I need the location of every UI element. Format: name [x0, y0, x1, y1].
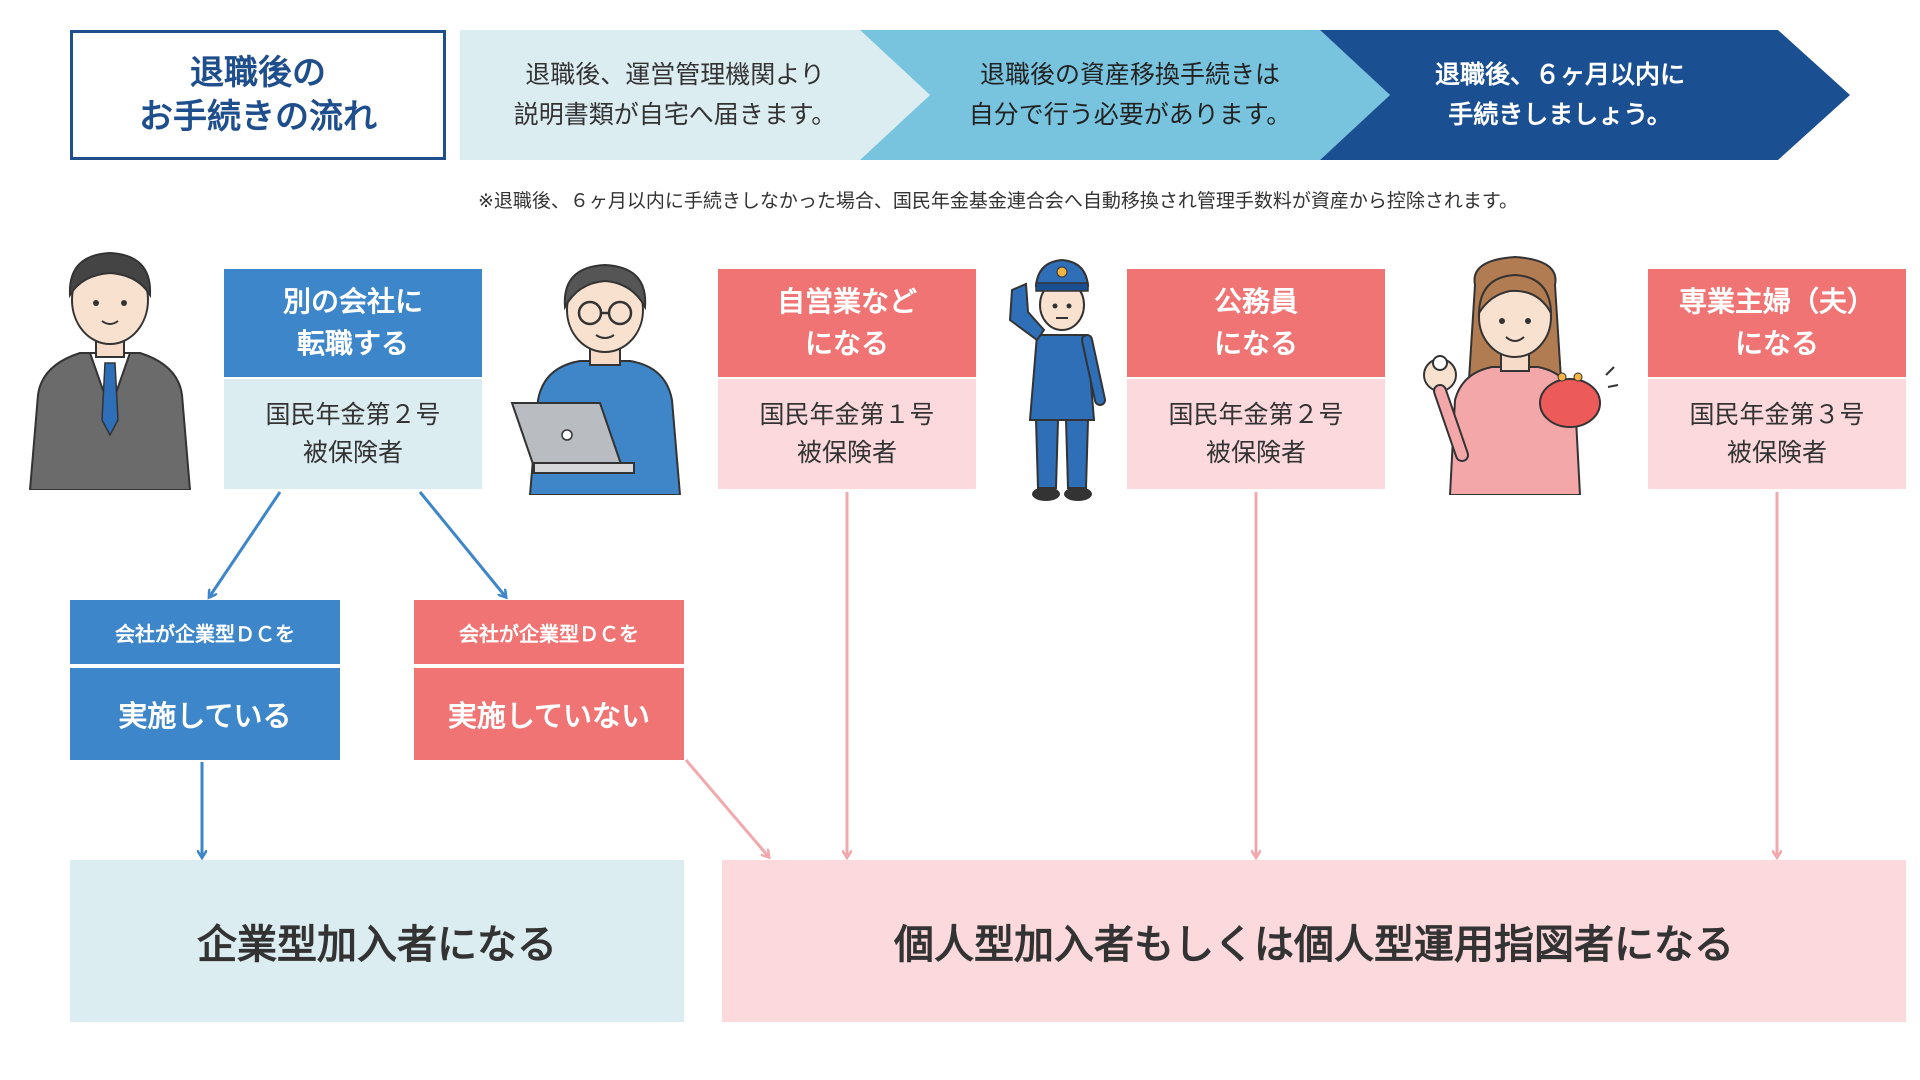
category-homemaker-title-line1: 専業主婦（夫） [1678, 285, 1875, 318]
step2-shape [860, 30, 1390, 160]
category-homemaker-title-line2: になる [1734, 327, 1819, 360]
arrow-dc-no-to-individual [684, 759, 768, 856]
category-homemaker-header: 専業主婦（夫） になる [1648, 269, 1906, 377]
step2-line1: 退職後の資産移換手続きは [979, 60, 1280, 89]
category-transfer-sub-line2: 被保険者 [302, 438, 403, 467]
category-self-employed-sub-line2: 被保険者 [796, 438, 897, 467]
step1-text: 退職後、運営管理機関より 説明書類が自宅へ届きます。 [460, 30, 890, 160]
step1-shape [460, 30, 930, 160]
police-officer-illustration [1008, 258, 1106, 501]
deadline-note: ※退職後、６ヶ月以内に手続きしなかった場合、国民年金基金連合会へ自動移換され管理… [478, 190, 1519, 212]
laptop-man-illustration [510, 263, 682, 495]
category-transfer-title-line2: 転職する [296, 327, 409, 360]
category-civil-servant-sub-line2: 被保険者 [1205, 438, 1306, 467]
dc-not-implemented-bottom: 実施していない [414, 668, 684, 760]
dc-implemented-top: 会社が企業型ＤＣを [70, 600, 340, 664]
category-self-employed-subtitle: 国民年金第１号 被保険者 [718, 379, 976, 489]
category-transfer-title-line1: 別の会社に [282, 285, 423, 318]
result-corporate: 企業型加入者になる [70, 860, 684, 1022]
category-homemaker-sub-line2: 被保険者 [1726, 438, 1827, 467]
step2-text: 退職後の資産移換手続きは 自分で行う必要があります。 [910, 30, 1350, 160]
category-transfer-sub-line1: 国民年金第２号 [265, 400, 441, 429]
category-transfer-header: 別の会社に 転職する [224, 269, 482, 377]
category-self-employed-sub-line1: 国民年金第１号 [759, 400, 935, 429]
category-civil-servant-sub-line1: 国民年金第２号 [1168, 400, 1344, 429]
result-individual: 個人型加入者もしくは個人型運用指図者になる [722, 860, 1906, 1022]
step3-line1: 退職後、６ヶ月以内に [1434, 60, 1685, 89]
flow-title-box: 退職後の お手続きの流れ [70, 30, 446, 160]
step1-line2: 説明書類が自宅へ届きます。 [513, 100, 837, 129]
category-homemaker-subtitle: 国民年金第３号 被保険者 [1648, 379, 1906, 489]
process-steps-banner: 退職後、運営管理機関より 説明書類が自宅へ届きます。 退職後の資産移換手続きは … [460, 30, 1850, 160]
arrow-transfer-to-dc-yes [210, 491, 282, 596]
step3-shape [1320, 30, 1850, 160]
category-civil-servant-title-line2: になる [1213, 327, 1298, 360]
flow-title-line2: お手続きの流れ [139, 97, 377, 137]
step3-line2: 手続きしましょう。 [1448, 100, 1672, 129]
arrow-transfer-to-dc-no [418, 491, 505, 596]
category-self-employed-header: 自営業など になる [718, 269, 976, 377]
category-transfer-subtitle: 国民年金第２号 被保険者 [224, 379, 482, 489]
flow-title-line1: 退職後の [190, 53, 326, 93]
step2-line2: 自分で行う必要があります。 [968, 100, 1292, 129]
steps-chevrons [460, 30, 1850, 160]
dc-implemented-bottom: 実施している [70, 668, 340, 760]
step3-text: 退職後、６ヶ月以内に 手続きしましょう。 [1360, 30, 1760, 160]
businessman-illustration [28, 251, 192, 490]
woman-wallet-illustration [1423, 255, 1619, 495]
category-civil-servant-header: 公務員 になる [1127, 269, 1385, 377]
dc-not-implemented-top: 会社が企業型ＤＣを [414, 600, 684, 664]
category-self-employed-title-line2: になる [804, 327, 889, 360]
category-self-employed-title-line1: 自営業など [776, 285, 917, 318]
category-civil-servant-title-line1: 公務員 [1213, 285, 1298, 318]
step1-line1: 退職後、運営管理機関より [525, 60, 825, 89]
category-homemaker-sub-line1: 国民年金第３号 [1689, 400, 1865, 429]
category-civil-servant-subtitle: 国民年金第２号 被保険者 [1127, 379, 1385, 489]
